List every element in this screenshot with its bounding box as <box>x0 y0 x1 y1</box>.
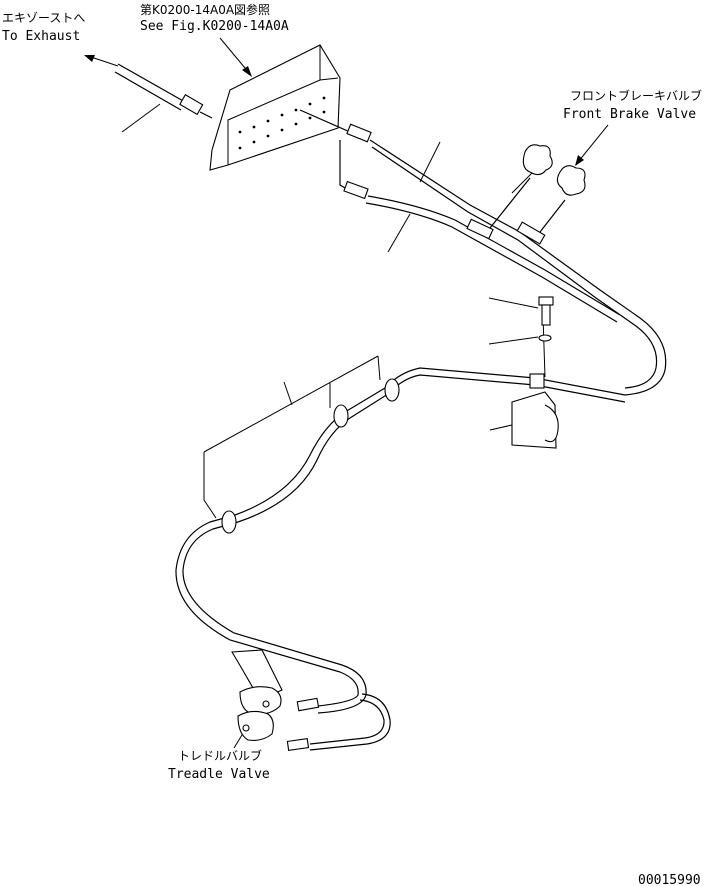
clamp-3 <box>221 510 237 534</box>
clamp-4 <box>529 373 545 389</box>
figure-number: 00015990 <box>638 873 701 886</box>
front-brake-arrowhead-icon <box>575 155 584 166</box>
front-brake-valve-label-en: Front Brake Valve <box>563 107 696 122</box>
reference-label-jp: 第K0200-14A0A図参照 <box>140 2 270 17</box>
front-brake-valve-ports <box>522 144 586 196</box>
lower-brake-tube <box>175 367 626 751</box>
treadle-valve-label-jp: トレドルバルブ <box>178 748 262 763</box>
clamp-1 <box>384 378 400 402</box>
treadle-valve-label-en: Treadle Valve <box>168 767 270 782</box>
upper-brake-tubes <box>299 109 667 396</box>
heat-shield-bracket <box>209 44 341 171</box>
leader-lines <box>84 37 609 749</box>
front-brake-valve-label-jp: フロントブレーキバルブ <box>570 88 702 103</box>
exhaust-label-jp: エキゾーストへ <box>2 11 85 25</box>
exhaust-connection <box>114 63 213 119</box>
exhaust-label-en: To Exhaust <box>2 29 80 44</box>
treadle-valve <box>231 649 320 751</box>
reference-arrowhead-icon <box>242 66 252 77</box>
clamp-2 <box>333 404 349 428</box>
reference-label-en: See Fig.K0200-14A0A <box>140 19 289 34</box>
exhaust-arrowhead-icon <box>84 55 95 62</box>
mounting-hardware <box>511 296 559 449</box>
